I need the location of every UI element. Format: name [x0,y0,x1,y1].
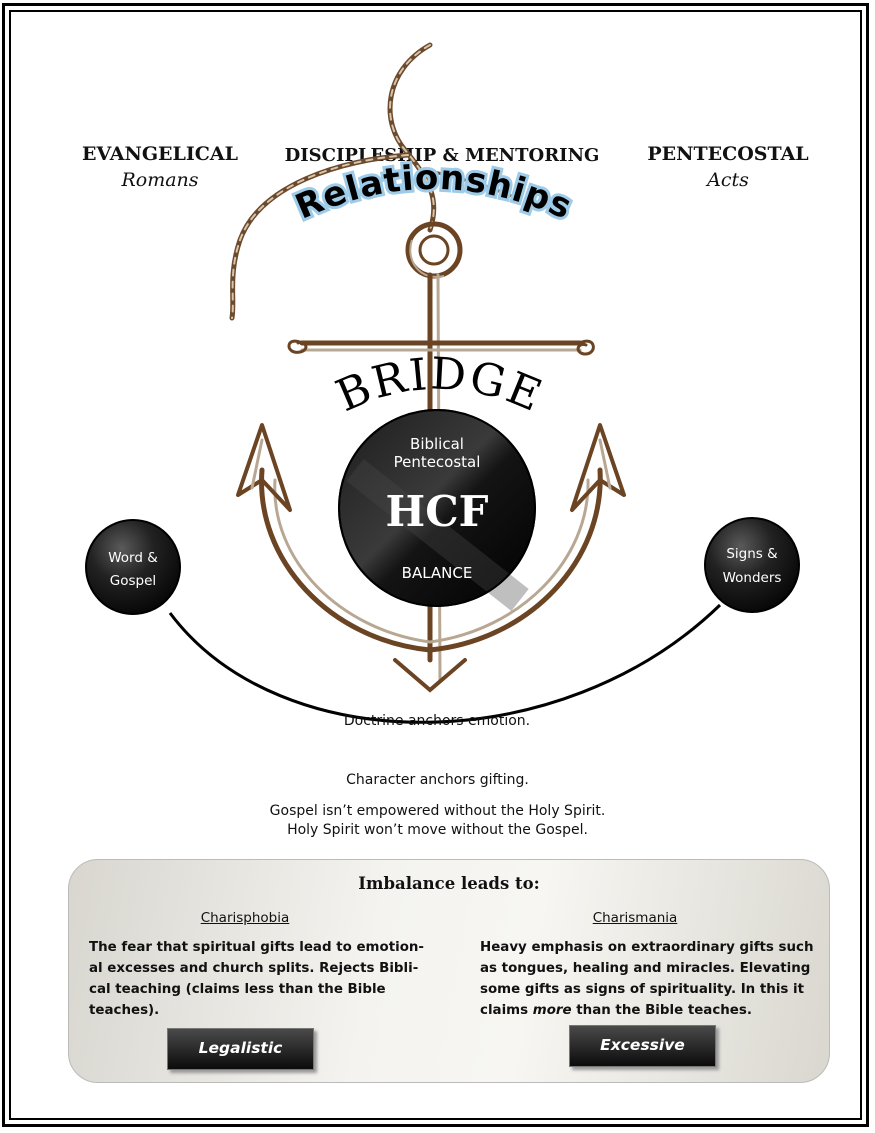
hcf-main: HCF [386,487,489,536]
anchor-diagram: Relationships BRIDGE Biblical Pentecosta… [85,42,800,729]
charismania-line-3: some gifts as signs of spirituality. In … [480,982,805,997]
inner-border [9,10,862,1120]
gospel-note-1: Gospel isn’t empowered without the Holy … [269,803,606,819]
hcf-line2: Pentecostal [394,453,481,471]
word-gospel-circle [85,519,181,615]
charisphobia-title: Charisphobia [200,910,290,926]
hcf-balance: BALANCE [402,564,473,582]
bridge-curve [168,603,722,724]
anchor-stock [287,339,595,356]
character-note: Character anchors gifting. [346,772,529,788]
evangelical-heading: EVANGELICAL [81,143,239,165]
rope [229,42,522,321]
signs-wonders-l1: Signs & [726,546,778,562]
charisphobia-line-3: cal teaching (claims less than the Bible [89,982,386,997]
charismania-text: Heavy emphasis on extraordinary gifts su… [480,937,820,1021]
excessive-tag: Excessive [569,1025,716,1067]
charisphobia-line-2: al excesses and church splits. Rejects B… [89,961,419,976]
word-gospel-l1: Word & [108,550,158,566]
signs-wonders-circle [704,517,800,613]
doctrine-text: Doctrine anchors emotion. [344,713,530,729]
charismania-line-2: as tongues, healing and miracles. Elevat… [480,961,811,976]
charisphobia-line-1: The fear that spiritual gifts lead to em… [89,940,424,955]
legalistic-tag: Legalistic [167,1028,314,1070]
charisphobia-line-4: teaches). [89,1003,160,1018]
charisphobia-text: The fear that spiritual gifts lead to em… [89,937,429,1021]
outer-border [2,3,869,1127]
acts-subheading: Acts [707,169,749,191]
word-gospel-l2: Gospel [110,573,156,589]
hcf-line1: Biblical [410,435,464,453]
charismania-line-4: claims more than the Bible teaches. [480,1000,820,1021]
anchor-ring [405,221,463,279]
anchor-flukes [236,423,626,512]
anchor-arms [259,467,603,693]
imbalance-title: Imbalance leads to: [358,874,540,893]
charismania-line-4-pre: claims [480,1003,533,1018]
charismania-title: Charismania [592,910,678,926]
pentecostal-heading: PENTECOSTAL [647,143,809,165]
romans-subheading: Romans [121,169,199,191]
charismania-line-1: Heavy emphasis on extraordinary gifts su… [480,940,814,955]
signs-wonders-l2: Wonders [723,570,782,586]
charismania-emphasis: more [532,1003,572,1018]
gospel-note-2: Holy Spirit won’t move without the Gospe… [287,822,588,838]
charismania-line-4-post: than the Bible teaches. [571,1003,752,1018]
